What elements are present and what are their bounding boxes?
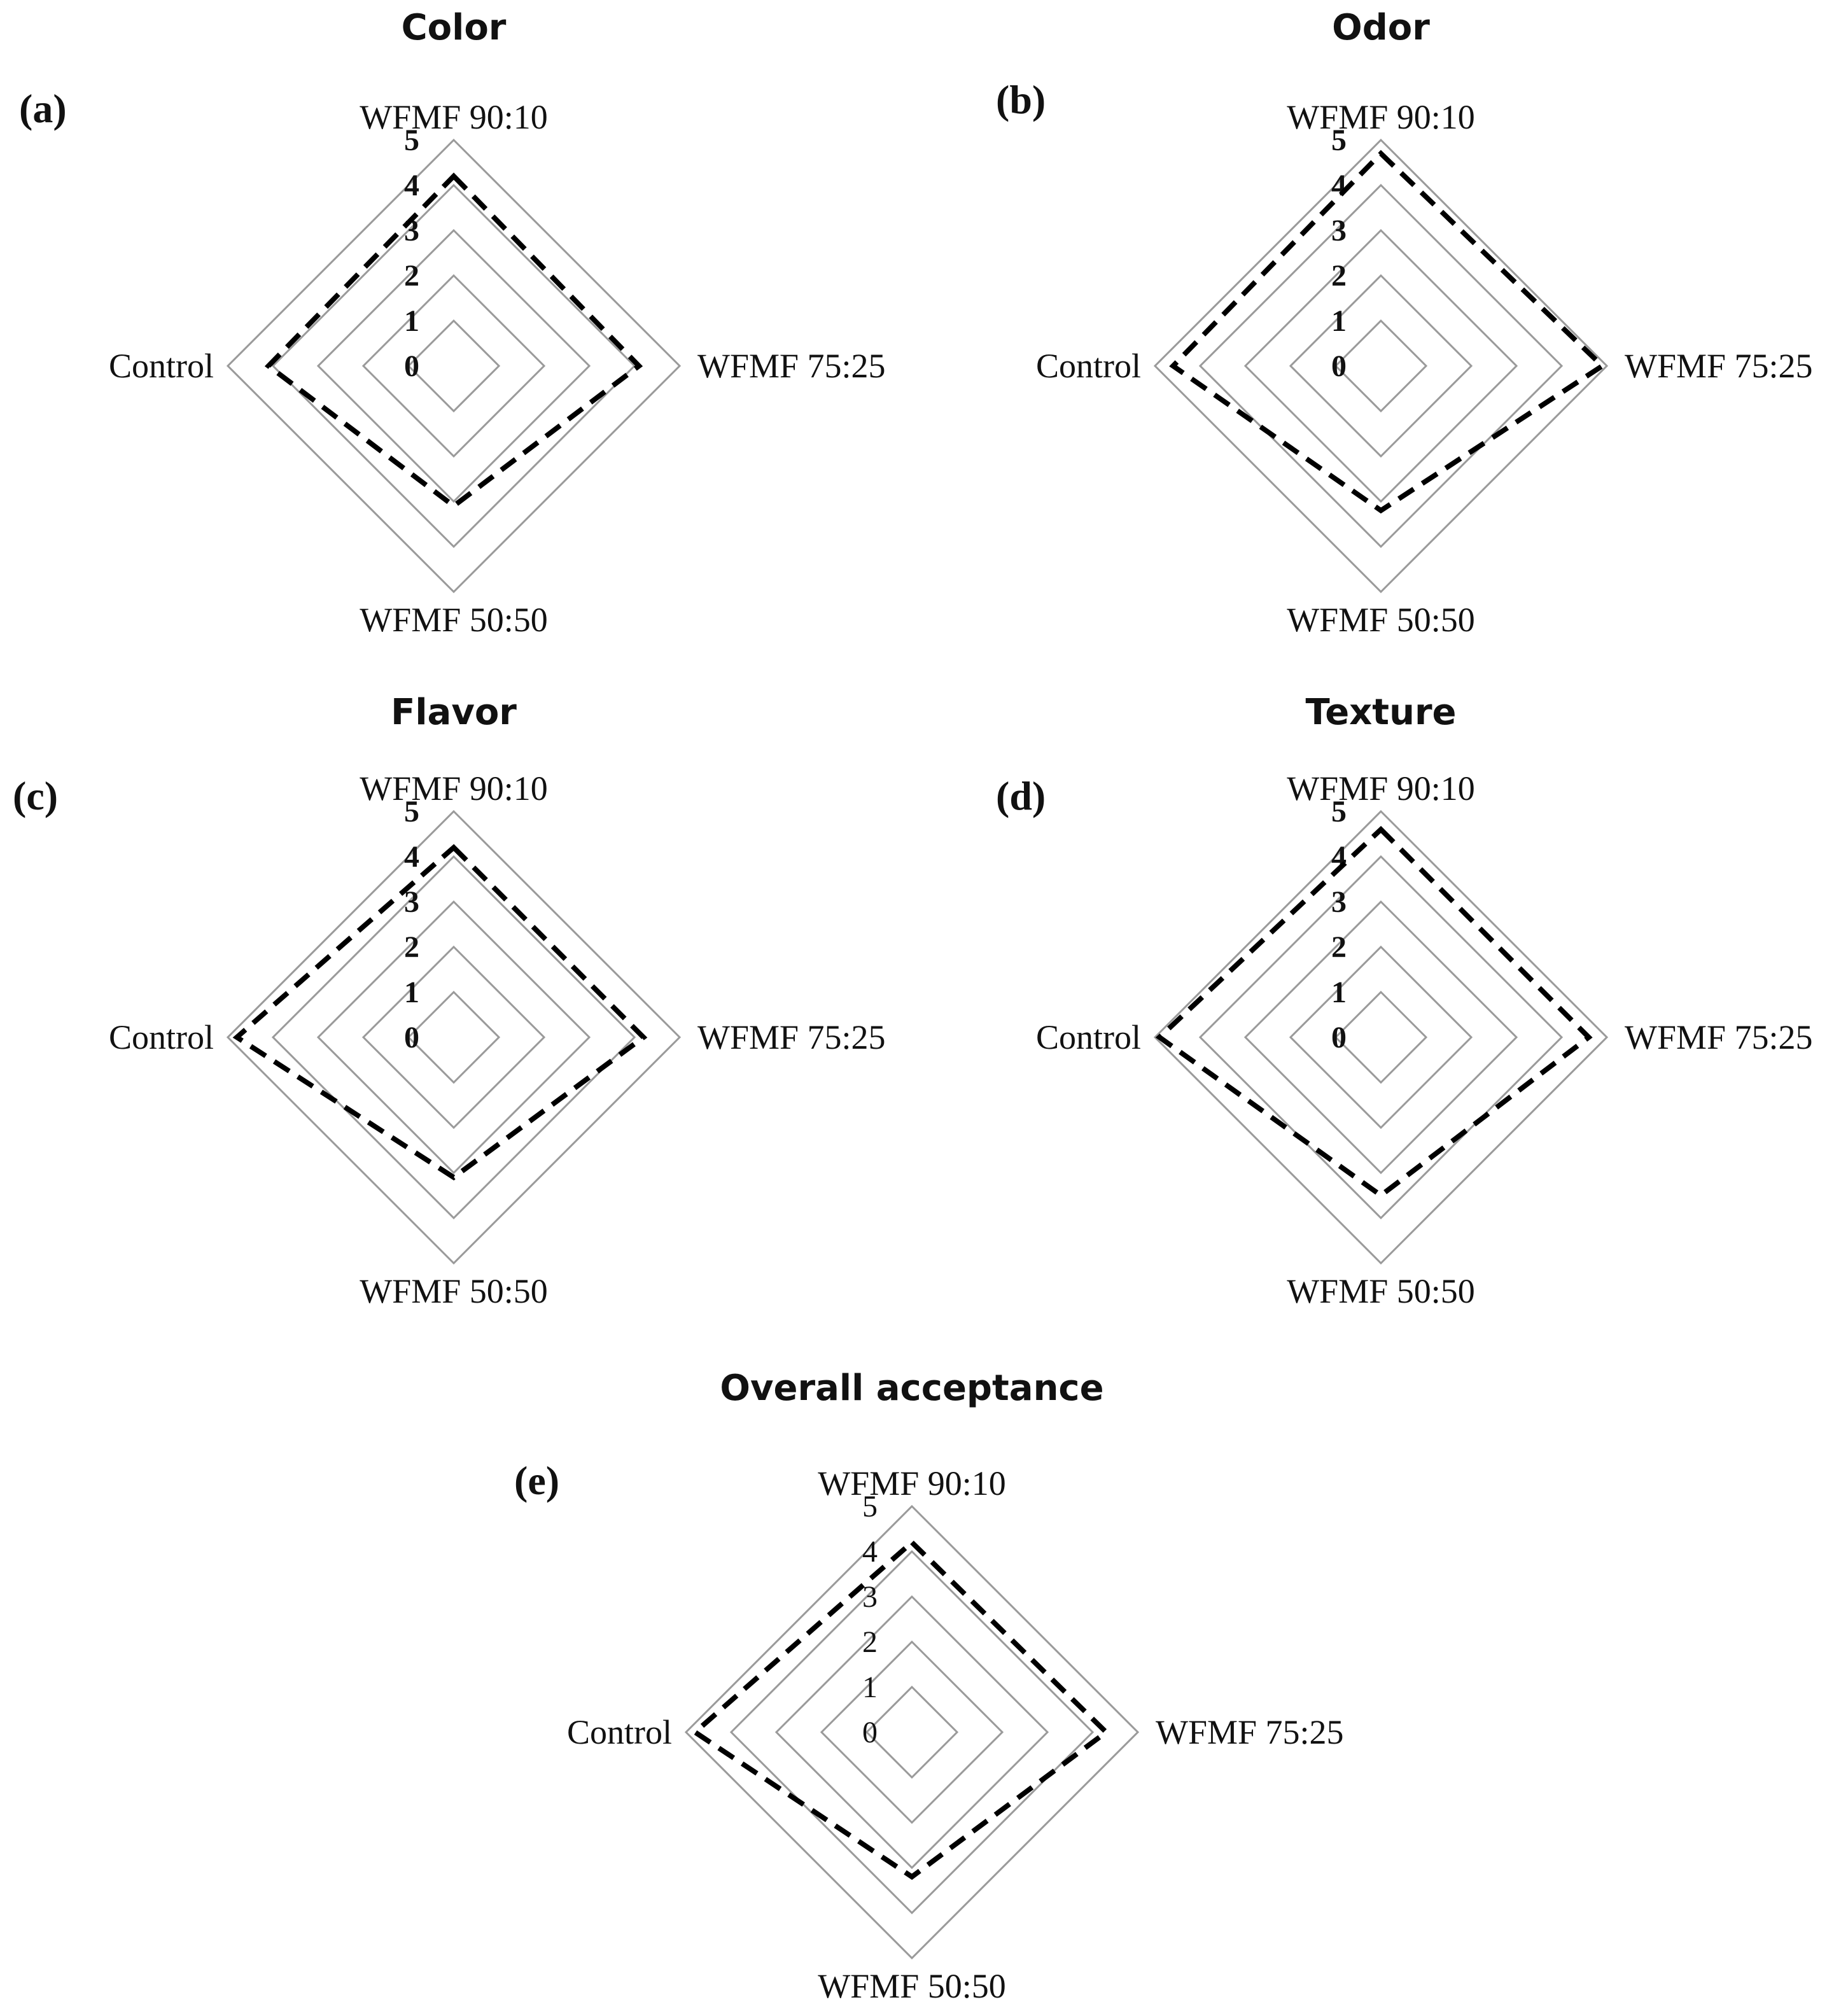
axis-label: Control bbox=[567, 1713, 672, 1751]
tick-label: 5 bbox=[404, 795, 419, 829]
series-line-1 bbox=[1169, 150, 1607, 514]
tick-label: 5 bbox=[862, 1490, 878, 1523]
axis-label: WFMF 75:25 bbox=[697, 1018, 886, 1056]
tick-label: 0 bbox=[1331, 349, 1347, 383]
tick-label: 1 bbox=[404, 976, 419, 1009]
grid-ring-2 bbox=[820, 1640, 1004, 1824]
tick-label: 1 bbox=[1331, 976, 1347, 1009]
tick-label: 2 bbox=[1331, 930, 1347, 964]
tick-label: 3 bbox=[1331, 214, 1347, 248]
tick-label: 4 bbox=[404, 840, 419, 874]
tick-label: 2 bbox=[1331, 259, 1347, 293]
axis-label: WFMF 90:10 bbox=[818, 1464, 1006, 1502]
grid-ring-5 bbox=[684, 1504, 1140, 1960]
axis-label: WFMF 75:25 bbox=[1156, 1713, 1344, 1751]
tick-label: 2 bbox=[404, 259, 419, 293]
grid-ring-4 bbox=[1198, 855, 1564, 1220]
grid-ring-2 bbox=[1289, 274, 1473, 458]
axis-label: WFMF 50:50 bbox=[818, 1967, 1006, 2005]
grid-ring-3 bbox=[1243, 900, 1518, 1175]
tick-label: 5 bbox=[1331, 123, 1347, 157]
tick-label: 5 bbox=[404, 123, 419, 157]
tick-label: 3 bbox=[1331, 885, 1347, 919]
chart-title: Odor bbox=[1332, 7, 1430, 48]
tick-label: 4 bbox=[862, 1535, 878, 1569]
grid-ring-4 bbox=[729, 1550, 1095, 1915]
axis-label: Control bbox=[109, 347, 214, 385]
panel-label: (d) bbox=[996, 773, 1046, 818]
grid-ring-5 bbox=[226, 809, 682, 1265]
panel-label: (c) bbox=[13, 773, 58, 818]
grid-ring-1 bbox=[407, 990, 501, 1084]
tick-label: 2 bbox=[862, 1625, 878, 1659]
tick-label: 4 bbox=[1331, 169, 1347, 202]
tick-label: 3 bbox=[862, 1580, 878, 1614]
tick-label: 0 bbox=[1331, 1021, 1347, 1054]
series-line-1 bbox=[264, 172, 643, 510]
panel-label: (b) bbox=[996, 77, 1046, 122]
grid-ring-4 bbox=[271, 183, 636, 549]
grid-ring-2 bbox=[1289, 945, 1473, 1130]
axis-label: Control bbox=[1036, 347, 1141, 385]
axis-label: WFMF 90:10 bbox=[360, 769, 548, 808]
chart-title: Color bbox=[402, 7, 507, 48]
tick-label: 0 bbox=[404, 1021, 419, 1054]
grid-ring-1 bbox=[865, 1685, 959, 1779]
chart-title: Overall acceptance bbox=[720, 1368, 1103, 1409]
grid-ring-1 bbox=[1334, 319, 1428, 413]
panel-label: (e) bbox=[514, 1458, 559, 1503]
grid-ring-2 bbox=[361, 945, 546, 1130]
grid-ring-3 bbox=[1243, 228, 1518, 503]
tick-label: 5 bbox=[1331, 795, 1347, 829]
tick-label: 2 bbox=[404, 930, 419, 964]
tick-label: 1 bbox=[1331, 304, 1347, 338]
axis-label: WFMF 75:25 bbox=[1625, 1018, 1813, 1056]
grid-ring-3 bbox=[316, 228, 591, 503]
axis-label: WFMF 90:10 bbox=[1287, 769, 1475, 808]
grid-ring-3 bbox=[316, 900, 591, 1175]
axis-label: WFMF 50:50 bbox=[360, 601, 548, 639]
axis-label: WFMF 75:25 bbox=[1625, 347, 1813, 385]
grid-ring-3 bbox=[774, 1595, 1049, 1870]
axis-label: WFMF 50:50 bbox=[360, 1272, 548, 1310]
grid-ring-4 bbox=[271, 855, 636, 1220]
grid-ring-1 bbox=[407, 319, 501, 413]
series-line-1 bbox=[690, 1539, 1110, 1880]
grid-ring-5 bbox=[226, 138, 682, 594]
tick-label: 4 bbox=[404, 169, 419, 202]
axis-label: WFMF 90:10 bbox=[1287, 98, 1475, 136]
grid-ring-5 bbox=[1153, 809, 1609, 1265]
tick-label: 0 bbox=[862, 1716, 878, 1749]
series-line-1 bbox=[1155, 825, 1593, 1199]
axis-label: WFMF 75:25 bbox=[697, 347, 886, 385]
chart-title: Flavor bbox=[391, 692, 517, 733]
tick-label: 0 bbox=[404, 349, 419, 383]
axis-label: Control bbox=[109, 1018, 214, 1056]
grid-ring-4 bbox=[1198, 183, 1564, 549]
axis-label: WFMF 50:50 bbox=[1287, 601, 1475, 639]
grid-ring-5 bbox=[1153, 138, 1609, 594]
panel-label: (a) bbox=[19, 86, 67, 131]
grid-ring-1 bbox=[1334, 990, 1428, 1084]
axis-label: WFMF 90:10 bbox=[360, 98, 548, 136]
tick-label: 1 bbox=[404, 304, 419, 338]
grid-ring-2 bbox=[361, 274, 546, 458]
chart-title: Texture bbox=[1305, 692, 1456, 733]
axis-label: WFMF 50:50 bbox=[1287, 1272, 1475, 1310]
series-line-1 bbox=[232, 844, 648, 1180]
axis-label: Control bbox=[1036, 1018, 1141, 1056]
tick-label: 1 bbox=[862, 1670, 878, 1704]
